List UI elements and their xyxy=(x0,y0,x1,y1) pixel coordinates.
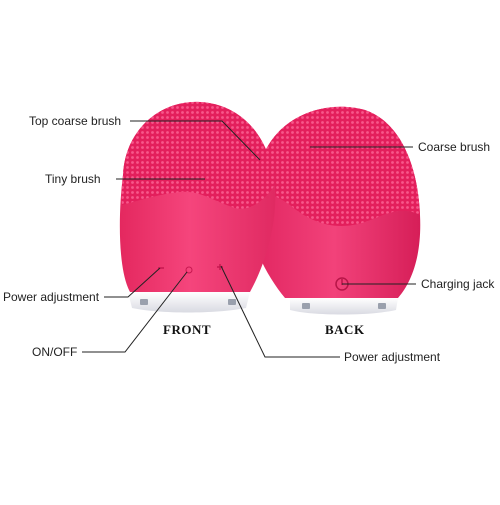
label-coarse-brush: Coarse brush xyxy=(418,140,491,154)
caption-back: BACK xyxy=(325,322,365,337)
front-clear-base xyxy=(128,292,250,313)
power-icon xyxy=(185,266,193,274)
callout-power-adjustment-left xyxy=(104,267,161,298)
callout-top-coarse-brush xyxy=(130,120,261,161)
label-tiny-brush: Tiny brush xyxy=(45,172,101,186)
back-coarse-brush xyxy=(249,106,420,226)
front-device xyxy=(119,101,276,313)
label-power-adjustment-bottom: Power adjustment xyxy=(344,350,441,364)
front-foot-right xyxy=(228,299,236,305)
back-clear-base xyxy=(290,298,398,315)
callout-lines xyxy=(82,120,416,358)
caption-front: FRONT xyxy=(163,322,211,337)
back-foot-right xyxy=(378,303,386,309)
callout-power-adjustment-bottom xyxy=(220,265,340,358)
front-foot-left xyxy=(140,299,148,305)
label-charging-jack: Charging jack xyxy=(421,277,495,291)
callout-on-off xyxy=(82,271,188,353)
back-foot-left xyxy=(302,303,310,309)
front-tiny-brush xyxy=(121,101,275,209)
back-device xyxy=(247,106,421,315)
label-top-coarse-brush: Top coarse brush xyxy=(29,114,122,128)
label-on-off: ON/OFF xyxy=(32,345,78,359)
label-power-adjustment-left: Power adjustment xyxy=(3,290,100,304)
